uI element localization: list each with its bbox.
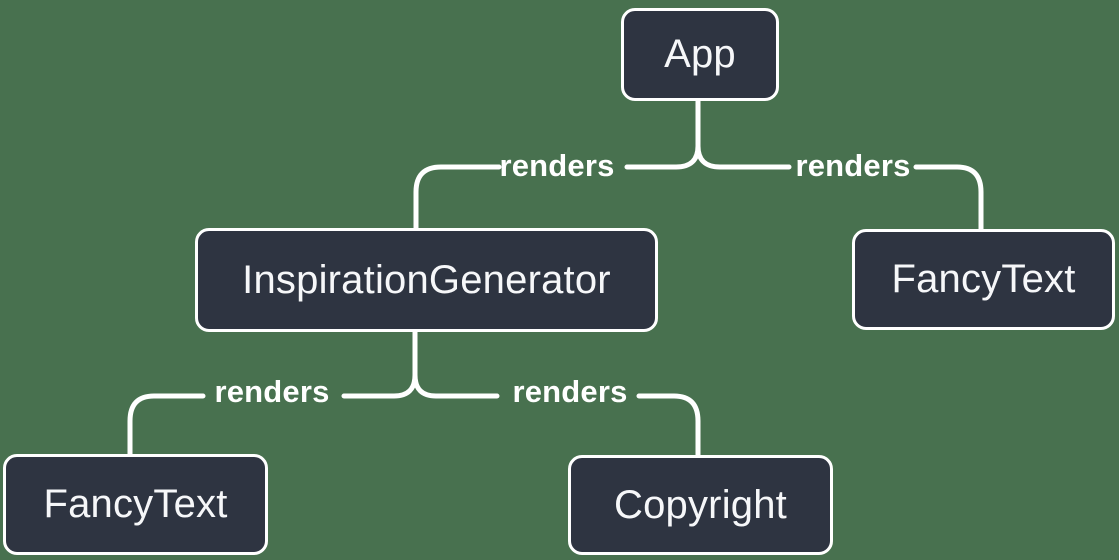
node-app: App (621, 8, 779, 101)
edge-label-app-fancytext: renders (795, 148, 911, 183)
node-app-label: App (664, 32, 736, 76)
node-fancy-text-top: FancyText (852, 229, 1115, 330)
edge-app-to-fancytext (913, 164, 984, 234)
edge-label-inspirationgenerator-copyright: renders (512, 374, 628, 409)
node-copyright-label: Copyright (614, 482, 787, 527)
node-fancy-text-bottom: FancyText (3, 454, 268, 555)
edge-inspirationgenerator-fork-left (341, 372, 418, 399)
edge-inspirationgenerator-to-copyright (636, 393, 701, 459)
node-inspiration-generator-label: InspirationGenerator (242, 257, 611, 302)
edge-app-to-inspirationgenerator (413, 164, 502, 232)
edge-app-fork-right (695, 143, 792, 170)
node-copyright: Copyright (568, 455, 833, 555)
node-inspiration-generator: InspirationGenerator (195, 228, 658, 332)
node-fancy-text-top-label: FancyText (891, 257, 1076, 301)
edge-inspirationgenerator-to-fancytext (127, 393, 206, 458)
edge-label-app-inspirationgenerator: renders (499, 148, 615, 183)
edge-app-fork-left (624, 143, 701, 170)
edge-label-inspirationgenerator-fancytext: renders (214, 374, 330, 409)
node-fancy-text-bottom-label: FancyText (43, 482, 228, 526)
edge-inspirationgenerator-fork-right (412, 372, 500, 399)
